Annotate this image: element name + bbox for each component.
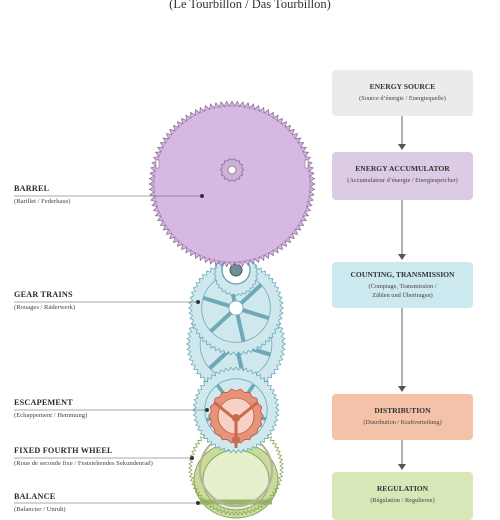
- leader-dot-5: [196, 501, 200, 505]
- stage-regulation-subtitle: (Régulation / Regulieren): [370, 497, 435, 504]
- stage-regulation-title: REGULATION: [376, 484, 429, 493]
- leader-dot-3: [205, 408, 209, 412]
- label-gear-trains-subtitle: (Rouages / Räderwerk): [14, 304, 76, 311]
- label-gear-trains: GEAR TRAINS (Rouages / Räderwerk): [14, 290, 75, 311]
- stage-distribution: DISTRIBUTION (Distribution / Kraftvertei…: [332, 394, 473, 440]
- stage-distribution-subtitle: (Distribution / Kraftverteilung): [363, 419, 442, 426]
- barrel-hook-left: [155, 159, 160, 169]
- stage-counting-transmission: COUNTING, TRANSMISSION (Comptage, Transm…: [332, 262, 473, 308]
- label-barrel-subtitle: (Barillet / Federhaus): [14, 198, 71, 205]
- stage-regulation: REGULATION (Régulation / Regulieren): [332, 472, 473, 520]
- stage-energy-accumulator-subtitle: (Accumulateur d’énergie / Energiespeiche…: [347, 177, 458, 184]
- barrel-rim: [153, 105, 311, 263]
- gear-train-wheel-2: [188, 260, 284, 356]
- stage-energy-source-subtitle: (Source d’énergie / Energiequelle): [359, 95, 446, 102]
- leader-dot-1: [200, 194, 204, 198]
- barrel-drum: [148, 100, 316, 268]
- label-balance: BALANCE (Balancier / Unruh): [14, 492, 66, 513]
- label-escapement: ESCAPEMENT (Echappement / Hemmung): [14, 398, 87, 419]
- stage-energy-accumulator: ENERGY ACCUMULATOR (Accumulateur d’énerg…: [332, 152, 473, 200]
- barrel-hook-right: [304, 159, 309, 169]
- leader-dot-2: [196, 300, 200, 304]
- flow-arrowhead-4: [398, 464, 406, 470]
- label-fixed-fourth-wheel-subtitle: (Roue de seconde fixe / Feststehendes Se…: [14, 460, 153, 467]
- label-barrel: BARREL (Barillet / Federhaus): [14, 184, 70, 205]
- stage-energy-accumulator-title: ENERGY ACCUMULATOR: [355, 164, 450, 173]
- diagram-title: (Le Tourbillon / Das Tourbillon): [169, 0, 331, 11]
- label-barrel-title: BARREL: [14, 184, 50, 193]
- flow-arrowhead-3: [398, 386, 406, 392]
- label-fixed-fourth-wheel-title: FIXED FOURTH WHEEL: [14, 446, 113, 455]
- barrel-arbor: [227, 165, 237, 175]
- label-gear-trains-title: GEAR TRAINS: [14, 290, 73, 299]
- label-escapement-title: ESCAPEMENT: [14, 398, 73, 407]
- leader-dot-4: [190, 456, 194, 460]
- label-balance-subtitle: (Balancier / Unruh): [14, 506, 66, 513]
- label-escapement-subtitle: (Echappement / Hemmung): [14, 412, 88, 419]
- pallet-pivot: [232, 436, 240, 444]
- flow-arrowhead-1: [398, 144, 406, 150]
- stage-counting-transmission-title: COUNTING, TRANSMISSION: [350, 270, 455, 279]
- stage-energy-source: ENERGY SOURCE (Source d’énergie / Energi…: [332, 70, 473, 116]
- stage-distribution-title: DISTRIBUTION: [374, 406, 431, 415]
- label-fixed-fourth-wheel: FIXED FOURTH WHEEL (Roue de seconde fixe…: [14, 446, 153, 467]
- stage-energy-source-title: ENERGY SOURCE: [369, 82, 436, 91]
- escape-pivot: [232, 414, 240, 422]
- flow-arrowhead-2: [398, 254, 406, 260]
- stage-counting-transmission-subtitle: (Comptage, Transmission / Zählen und Übe…: [368, 283, 437, 299]
- label-balance-title: BALANCE: [14, 492, 56, 501]
